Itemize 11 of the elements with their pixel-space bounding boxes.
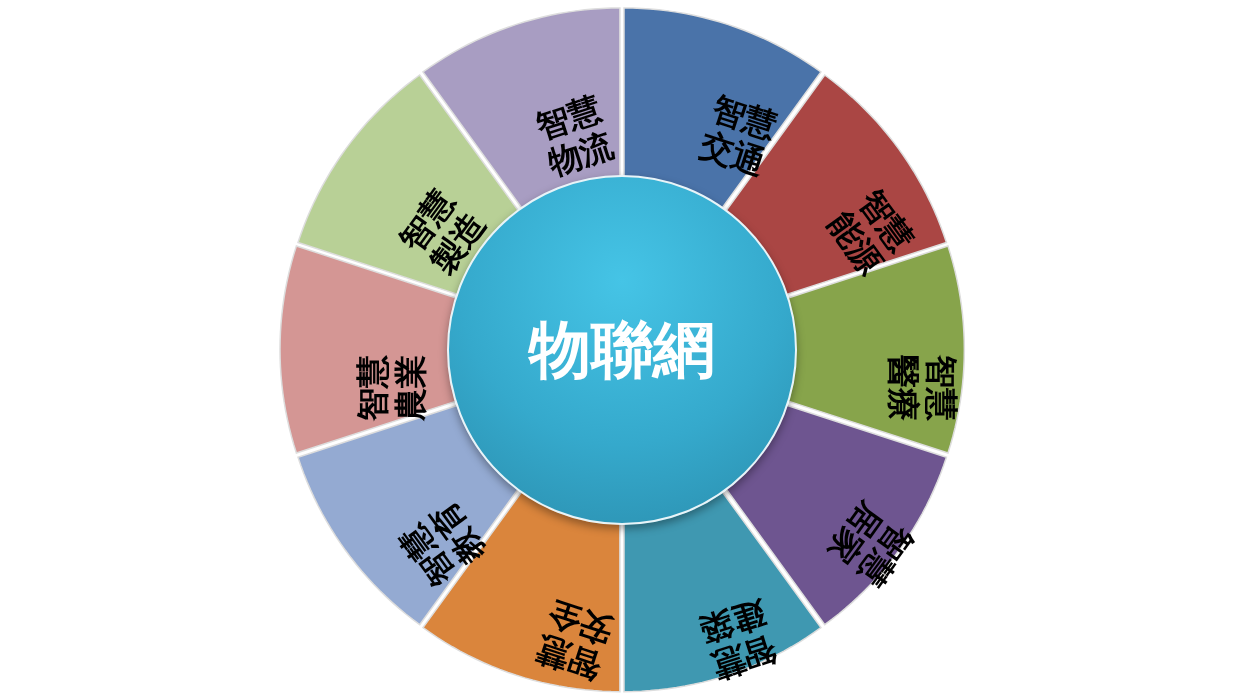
segment-label: 智慧安全 xyxy=(530,593,619,687)
segment-label: 智慧能源 xyxy=(819,181,923,283)
segment-label: 智慧建築 xyxy=(694,593,783,687)
segment-label: 智慧教育 xyxy=(391,493,494,594)
segment-label: 智慧農業 xyxy=(353,353,430,423)
hub-label: 物聯網 xyxy=(529,312,715,388)
segment-label: 智慧交通 xyxy=(694,89,783,183)
segment-label: 智慧製造 xyxy=(391,181,494,283)
segment-label: 智慧居家 xyxy=(819,493,923,594)
segment-label: 智慧醫療 xyxy=(883,353,960,423)
segment-label: 智慧物流 xyxy=(530,89,619,183)
